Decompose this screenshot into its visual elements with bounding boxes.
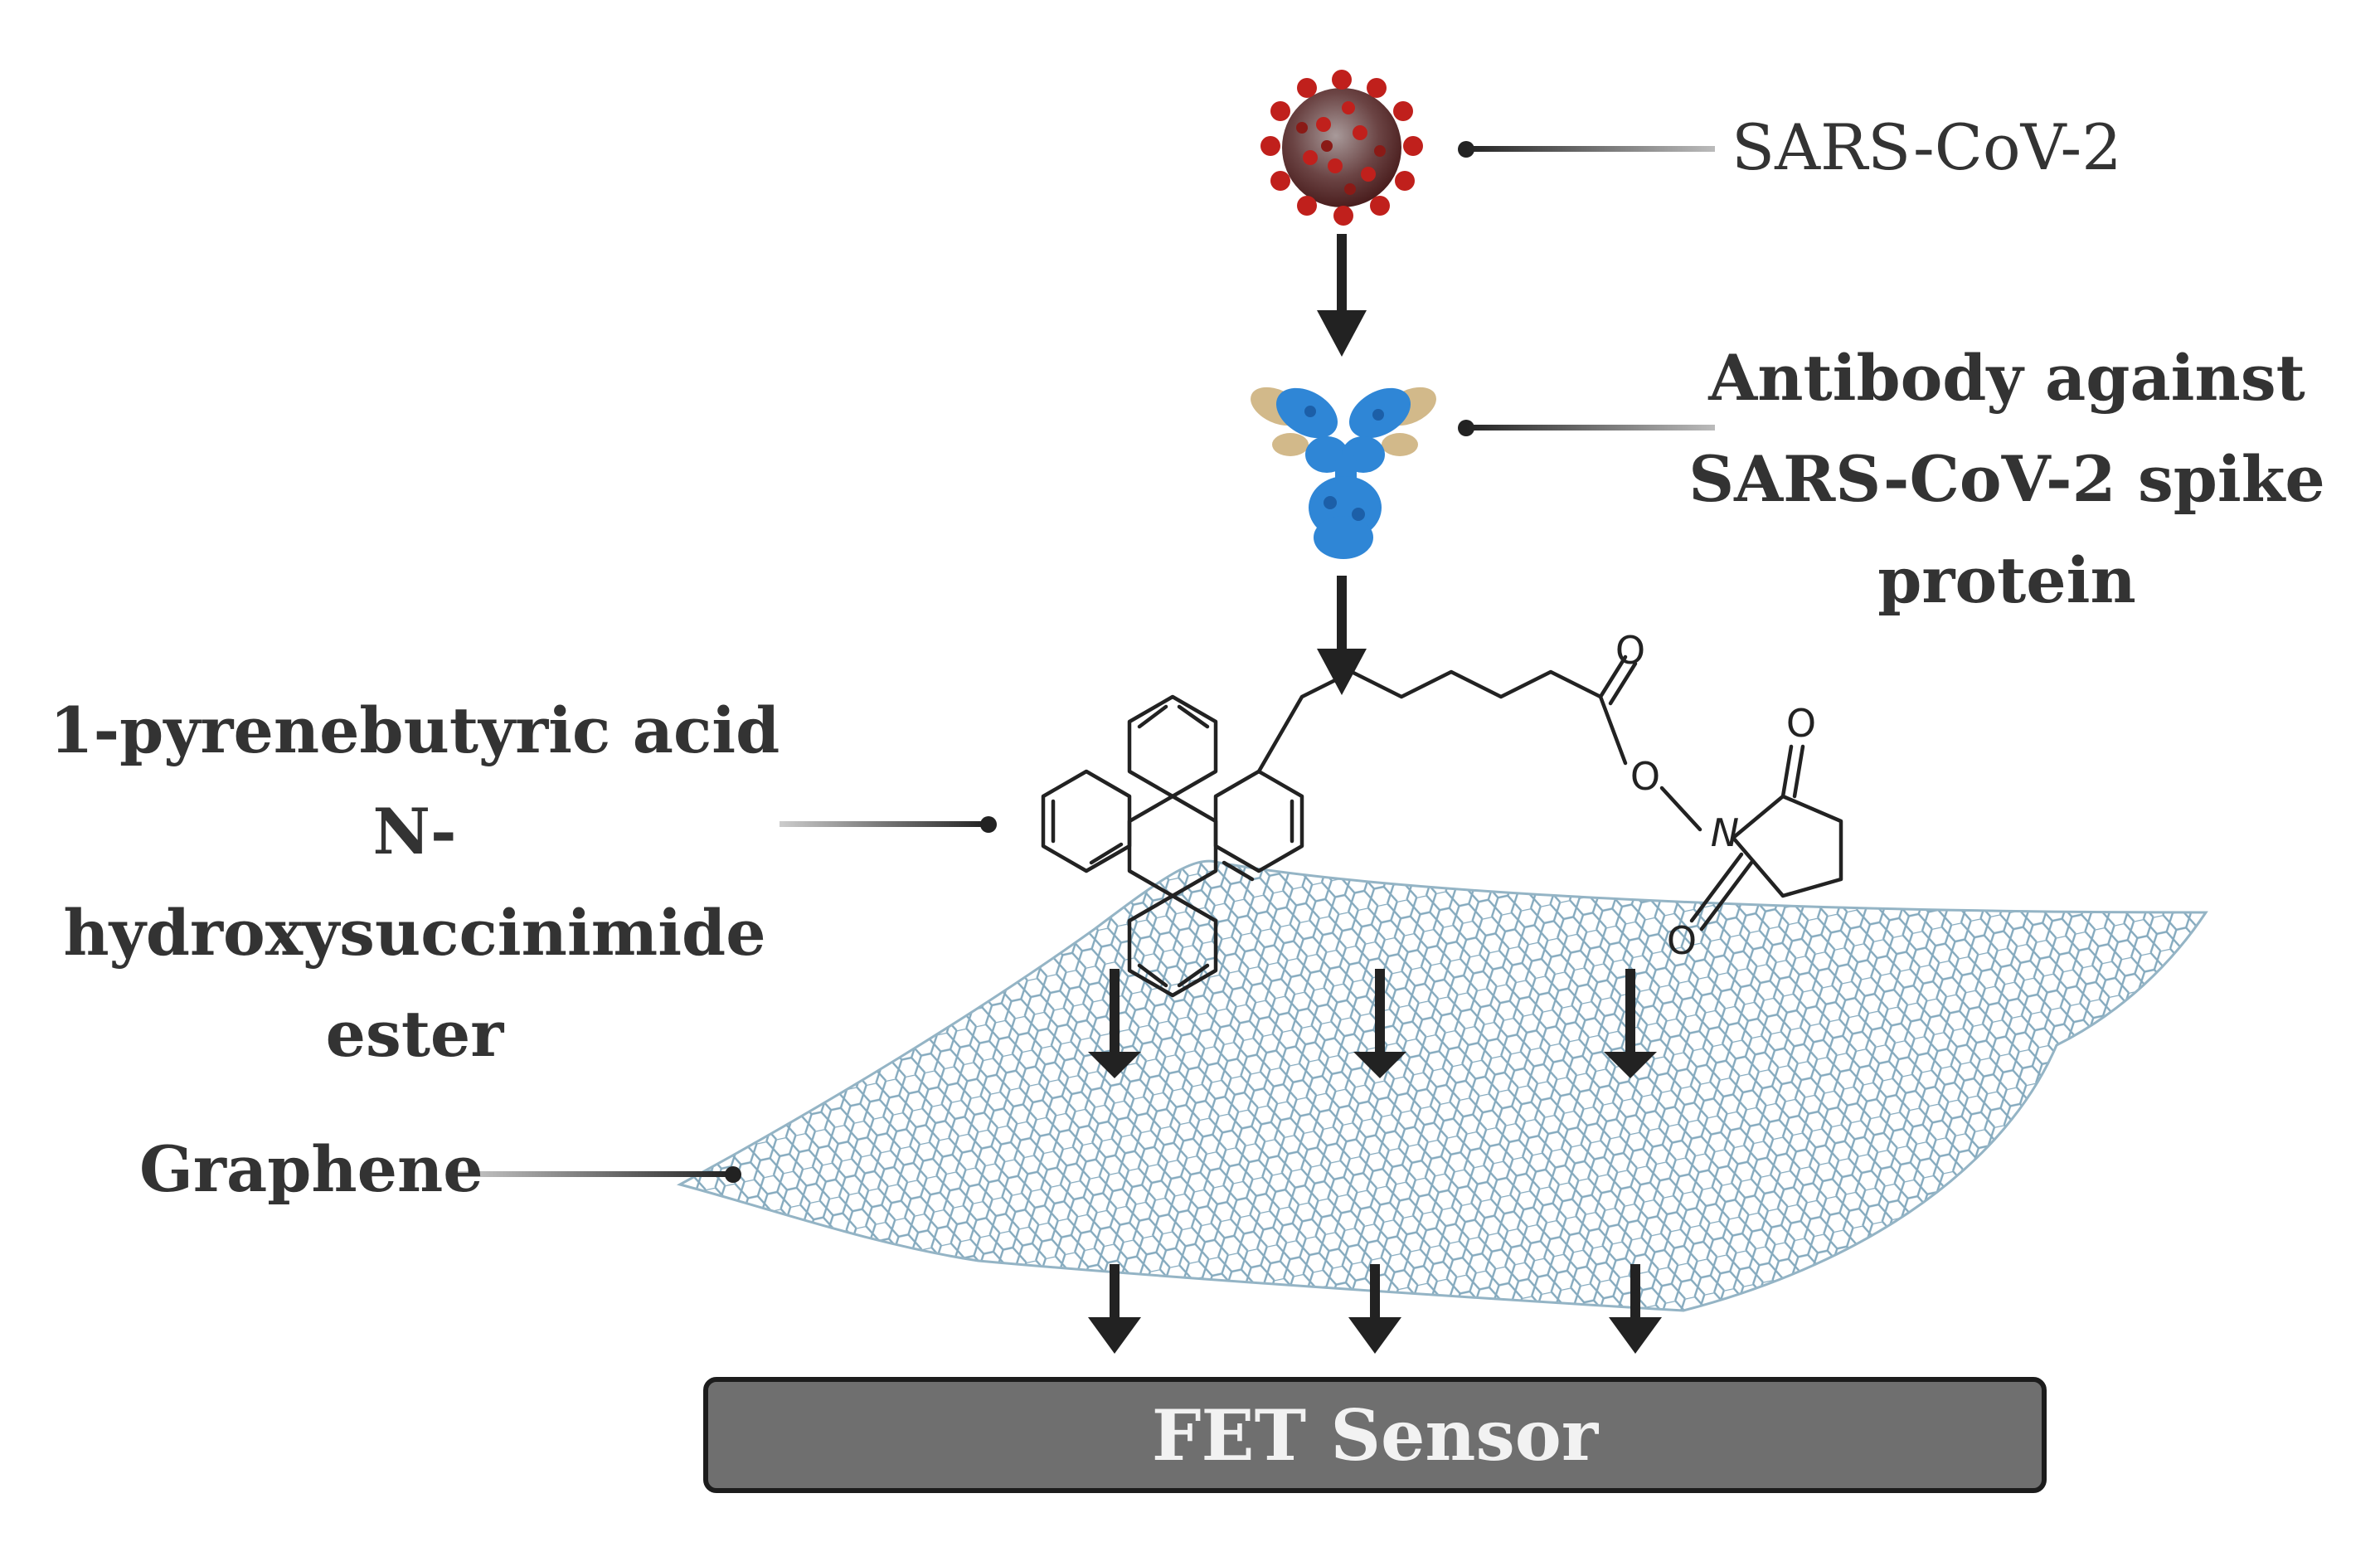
arrow-virus-to-antibody: [1317, 234, 1367, 357]
fet-sensor-label: FET Sensor: [1151, 1394, 1599, 1476]
atom-imide-n: N: [1711, 810, 1739, 855]
graphene-sheet: [676, 859, 2208, 1312]
virus-label: SARS-CoV-2: [1732, 110, 2122, 184]
atom-imide-o-bottom: O: [1667, 918, 1697, 963]
pyrene-nhs-atoms: O O N O O: [1615, 628, 1816, 963]
graphene-label: Graphene: [139, 1132, 483, 1206]
atom-ester-o: O: [1630, 754, 1660, 799]
arrows-graphene-to-sensor: [1088, 1264, 1662, 1354]
pyrene-label: 1-pyrenebutyric acid N-hydroxysuccinimid…: [49, 693, 780, 1071]
graphene-leader: [456, 1166, 741, 1183]
atom-carbonyl-o: O: [1615, 628, 1645, 673]
pyrene-leader: [780, 816, 997, 833]
arrows-linker-to-graphene: [1088, 969, 1657, 1078]
antibody-icon: [1251, 387, 1436, 559]
virus-icon: [1260, 70, 1423, 226]
fet-sensor-bar: FET Sensor: [703, 1377, 2047, 1493]
antibody-label: Antibody against SARS-CoV-2 spike protei…: [1688, 341, 2325, 617]
arrow-antibody-to-linker: [1317, 576, 1367, 695]
virus-leader: [1458, 141, 1715, 158]
atom-imide-o-top: O: [1786, 701, 1816, 746]
antibody-leader: [1458, 420, 1715, 436]
pyrene-nhs-structure: [1041, 654, 1843, 998]
